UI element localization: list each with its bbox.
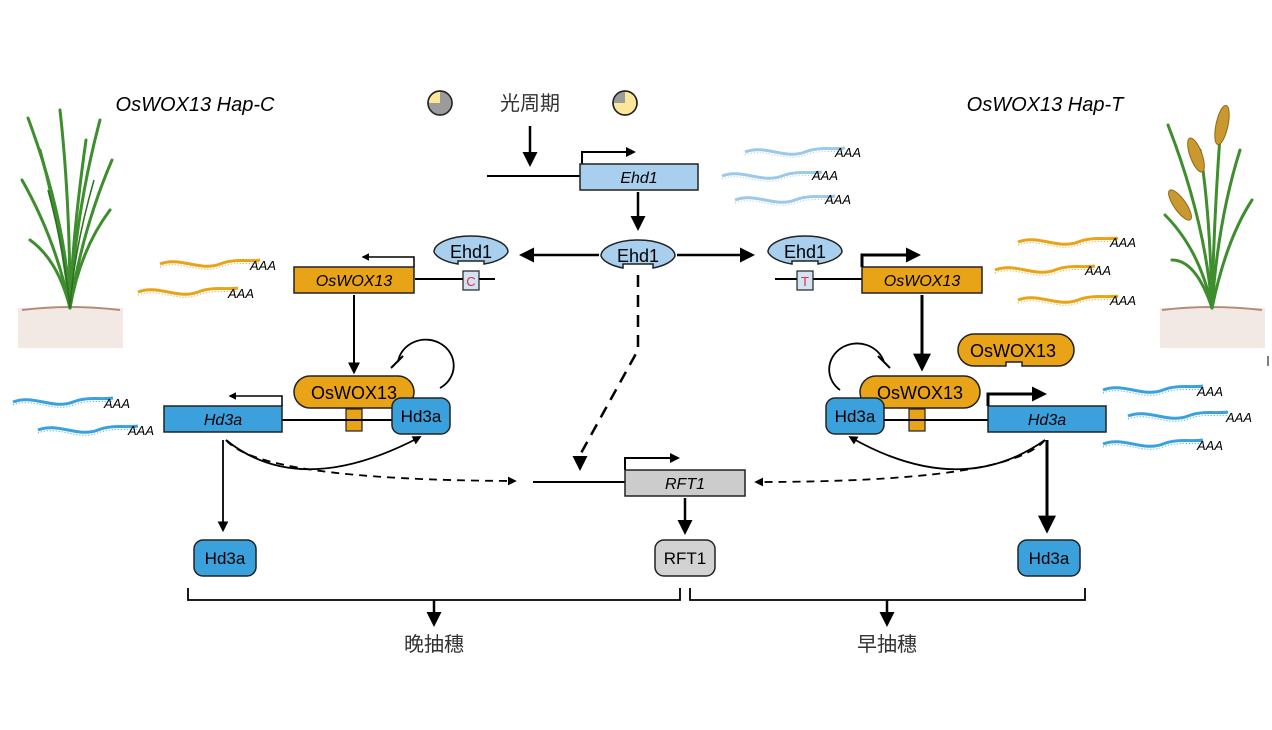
polya-label: AAA (1084, 263, 1111, 278)
hd3a-protein-left: Hd3a (193, 539, 257, 577)
polya-label: AAA (834, 145, 861, 160)
ehd1-protein-right: Ehd1 (767, 235, 843, 265)
hd3a-protein-right: Hd3a (1017, 539, 1081, 577)
oswox13-protein-label: OsWOX13 (877, 383, 963, 403)
ehd1-protein-label: Ehd1 (617, 246, 659, 266)
oswox13-protein-label: OsWOX13 (970, 341, 1056, 361)
haplotype-right-title: OsWOX13 Hap-T (967, 94, 1125, 116)
rice-plant-heading-icon (1160, 104, 1265, 348)
haplotype-left-title: OsWOX13 Hap-C (116, 94, 275, 116)
polya-label: AAA (824, 192, 851, 207)
autoinhibition-loop-right (828, 342, 885, 391)
polya-label: AAA (811, 168, 838, 183)
oswox13-mrna-left: AAA AAA (136, 258, 276, 301)
rice-plant-vegetative-icon (18, 108, 123, 348)
ehd1-protein-label: Ehd1 (784, 242, 826, 262)
ehd1-mrna-group: AAA AAA AAA (720, 145, 861, 207)
clock-icon-long-day (612, 90, 638, 116)
snp-c-label: C (466, 274, 475, 289)
ehd1-gene (579, 163, 699, 191)
oswox13-protein-free-right: OsWOX13 (957, 333, 1075, 367)
oswox13-protein-left: OsWOX13 (293, 375, 415, 409)
hd3a-protein-left-bound: Hd3a (391, 397, 451, 435)
hd3a-mrna-left: AAA AAA (11, 396, 154, 438)
photoperiod-label: 光周期 (500, 91, 560, 115)
hd3a-protein-label: Hd3a (1029, 549, 1070, 568)
polya-label: AAA (127, 423, 154, 438)
snp-box-left (462, 270, 480, 291)
clock-icon-short-day (427, 90, 453, 116)
rft1-protein: RFT1 (654, 539, 716, 577)
oswox13-gene-label: OsWOX13 (884, 273, 961, 290)
polya-label: AAA (103, 396, 130, 411)
rft1-gene-label: RFT1 (665, 476, 705, 493)
late-heading-label: 晚抽穗 (404, 632, 464, 656)
hd3a-protein-label: Hd3a (835, 407, 876, 426)
snp-t-label: T (801, 274, 809, 289)
hd3a-gene-label: Hd3a (1028, 412, 1066, 429)
snp-box-right (796, 270, 814, 291)
hd3a-gene-right (987, 405, 1107, 433)
oswox13-protein-right: OsWOX13 (859, 375, 981, 409)
hd3a-gene-left (163, 405, 283, 433)
oswox13-gene-left (293, 266, 415, 294)
polya-label: AAA (1196, 384, 1223, 399)
ehd1-protein-label: Ehd1 (450, 242, 492, 262)
hd3a-gene-label: Hd3a (204, 412, 242, 429)
hd3a-mrna-right: AAA AAA AAA (1101, 384, 1252, 453)
early-heading-bracket (689, 588, 1086, 601)
ehd1-protein-left: Ehd1 (433, 235, 509, 265)
polya-label: AAA (249, 258, 276, 273)
oswox13-protein-label: OsWOX13 (311, 383, 397, 403)
polya-label: AAA (1109, 235, 1136, 250)
oswox13-gene-right (861, 266, 983, 294)
ehd1-to-rft1-dashed-arrow (572, 275, 640, 471)
oswox13-mrna-right: AAA AAA AAA (993, 235, 1136, 308)
hd3a-protein-right-bound: Hd3a (825, 397, 885, 435)
hd3a-protein-label: Hd3a (401, 407, 442, 426)
hd3a-protein-label: Hd3a (205, 549, 246, 568)
polya-label: AAA (1109, 293, 1136, 308)
polya-label: AAA (227, 286, 254, 301)
polya-label: AAA (1225, 410, 1252, 425)
polya-label: AAA (1196, 438, 1223, 453)
rft1-gene (624, 469, 746, 497)
autoinhibition-loop-left (397, 338, 455, 389)
oswox13-gene-label: OsWOX13 (316, 273, 393, 290)
rft1-protein-label: RFT1 (664, 549, 707, 568)
ehd1-protein-center: Ehd1 (600, 239, 676, 269)
early-heading-label: 早抽穗 (857, 632, 917, 656)
late-heading-bracket (187, 588, 681, 601)
ehd1-gene-label: Ehd1 (620, 170, 657, 187)
